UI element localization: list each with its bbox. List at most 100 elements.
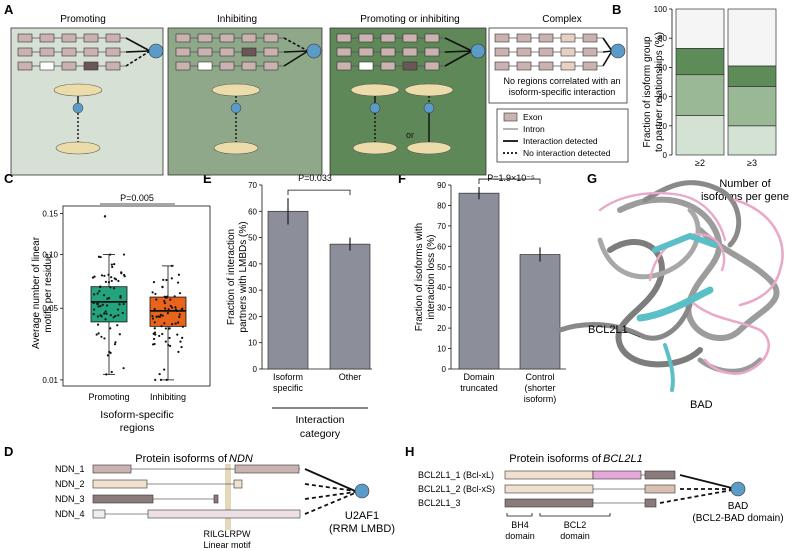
c-point bbox=[169, 344, 172, 348]
exon-block bbox=[83, 47, 99, 57]
c-point bbox=[151, 314, 154, 318]
c-tick-label: 0.01 bbox=[42, 376, 58, 385]
exon-block bbox=[175, 47, 191, 57]
c-point bbox=[177, 350, 180, 354]
bcl2l1-structure bbox=[557, 180, 784, 392]
exon-block bbox=[582, 47, 598, 57]
b-tick-label: 20 bbox=[658, 122, 667, 131]
h-isoform-tracks bbox=[504, 470, 676, 508]
b-tick-label: 100 bbox=[654, 5, 668, 14]
panel-a-title-mixed: Promoting or inhibiting bbox=[360, 14, 460, 25]
exon-block bbox=[380, 61, 396, 71]
e-tick-label: 10 bbox=[248, 339, 257, 348]
protein-shape bbox=[404, 83, 454, 97]
exon-block bbox=[560, 47, 576, 57]
c-point bbox=[96, 315, 100, 318]
c-point bbox=[169, 298, 172, 301]
c-point bbox=[178, 292, 182, 295]
exon-block bbox=[175, 33, 191, 43]
c-category-label: Inhibiting bbox=[150, 392, 186, 402]
partner-small-circle bbox=[369, 102, 381, 114]
exon-block bbox=[494, 47, 510, 57]
gene-structure-diagrams bbox=[17, 33, 626, 155]
c-point bbox=[162, 278, 165, 281]
c-point bbox=[167, 344, 170, 347]
c-point bbox=[112, 316, 115, 319]
c-point bbox=[152, 337, 156, 341]
panel-label-d: D bbox=[4, 444, 13, 459]
h-bcl2-bracket bbox=[539, 513, 611, 517]
e-tick-label: 50 bbox=[248, 234, 257, 243]
exon-block bbox=[516, 47, 532, 57]
partner-small-circle bbox=[230, 102, 242, 114]
e-bar bbox=[329, 243, 371, 370]
panel-e: Fraction of interaction partners with LM… bbox=[226, 173, 372, 440]
c-point bbox=[176, 281, 180, 284]
b-xlabel-line2: isoforms per gene bbox=[701, 191, 789, 203]
c-tick-label: 0.15 bbox=[42, 209, 58, 218]
f-significance-bracket bbox=[478, 178, 541, 185]
exon-block bbox=[538, 47, 554, 57]
c-point bbox=[106, 354, 110, 357]
exon-block bbox=[197, 47, 213, 57]
e-tick-label: 60 bbox=[248, 207, 257, 216]
c-ylabel-line2: motifs per residue bbox=[43, 253, 54, 333]
panel-label-e: E bbox=[203, 171, 212, 186]
h-isoform-1: BCL2L1_1 (Bcl-xL) bbox=[418, 470, 494, 480]
c-point bbox=[97, 332, 100, 335]
e-significance-bracket bbox=[287, 189, 351, 196]
c-point bbox=[163, 302, 167, 305]
protein-shape bbox=[350, 83, 400, 97]
f-tick-label: 50 bbox=[437, 263, 446, 272]
c-point bbox=[117, 314, 120, 317]
c-point bbox=[157, 315, 160, 318]
c-category-label: Promoting bbox=[88, 392, 129, 402]
c-point bbox=[161, 286, 164, 289]
exon-block bbox=[219, 47, 235, 57]
c-point bbox=[100, 274, 104, 277]
c-point bbox=[109, 253, 112, 256]
c-point bbox=[105, 312, 108, 315]
exon-block bbox=[39, 47, 55, 57]
c-point bbox=[121, 311, 124, 315]
c-point bbox=[123, 273, 126, 277]
f-tick-label: 20 bbox=[437, 324, 446, 333]
bad-partner-circle bbox=[730, 481, 746, 497]
exon-block bbox=[560, 61, 576, 71]
c-point bbox=[179, 340, 182, 343]
c-point bbox=[154, 378, 157, 381]
exon-block bbox=[219, 33, 235, 43]
c-point bbox=[153, 327, 156, 330]
panel-label-c: C bbox=[4, 171, 14, 186]
interaction-line bbox=[444, 50, 473, 53]
c-point bbox=[159, 313, 162, 316]
e-tick-label: 30 bbox=[248, 286, 257, 295]
exon-block bbox=[105, 61, 121, 71]
d-isoform-1: NDN_1 bbox=[55, 464, 85, 474]
panel-label-h: H bbox=[405, 444, 414, 459]
d-motif-highlight bbox=[225, 464, 231, 530]
f-tick-label: 40 bbox=[437, 283, 446, 292]
partner-small-circle bbox=[423, 102, 435, 114]
exon-block bbox=[17, 47, 33, 57]
protein-shape bbox=[211, 83, 261, 97]
c-point bbox=[160, 325, 163, 328]
e-cat1-line1: Isoform bbox=[273, 372, 303, 382]
c-point bbox=[181, 325, 184, 328]
c-point bbox=[119, 295, 122, 298]
c-point bbox=[92, 301, 95, 305]
c-point bbox=[169, 304, 172, 308]
c-xlabel-line1: Isoform-specific bbox=[100, 409, 174, 421]
c-point bbox=[97, 255, 101, 258]
partner-circle bbox=[470, 43, 486, 59]
c-point bbox=[109, 314, 112, 317]
c-point bbox=[99, 285, 102, 288]
exon-block bbox=[560, 33, 576, 43]
c-point bbox=[170, 277, 173, 280]
c-point bbox=[174, 322, 177, 325]
or-label: or bbox=[406, 130, 414, 140]
c-point bbox=[165, 278, 168, 282]
c-point bbox=[107, 273, 110, 276]
c-point bbox=[153, 331, 157, 334]
c-point bbox=[153, 321, 156, 324]
